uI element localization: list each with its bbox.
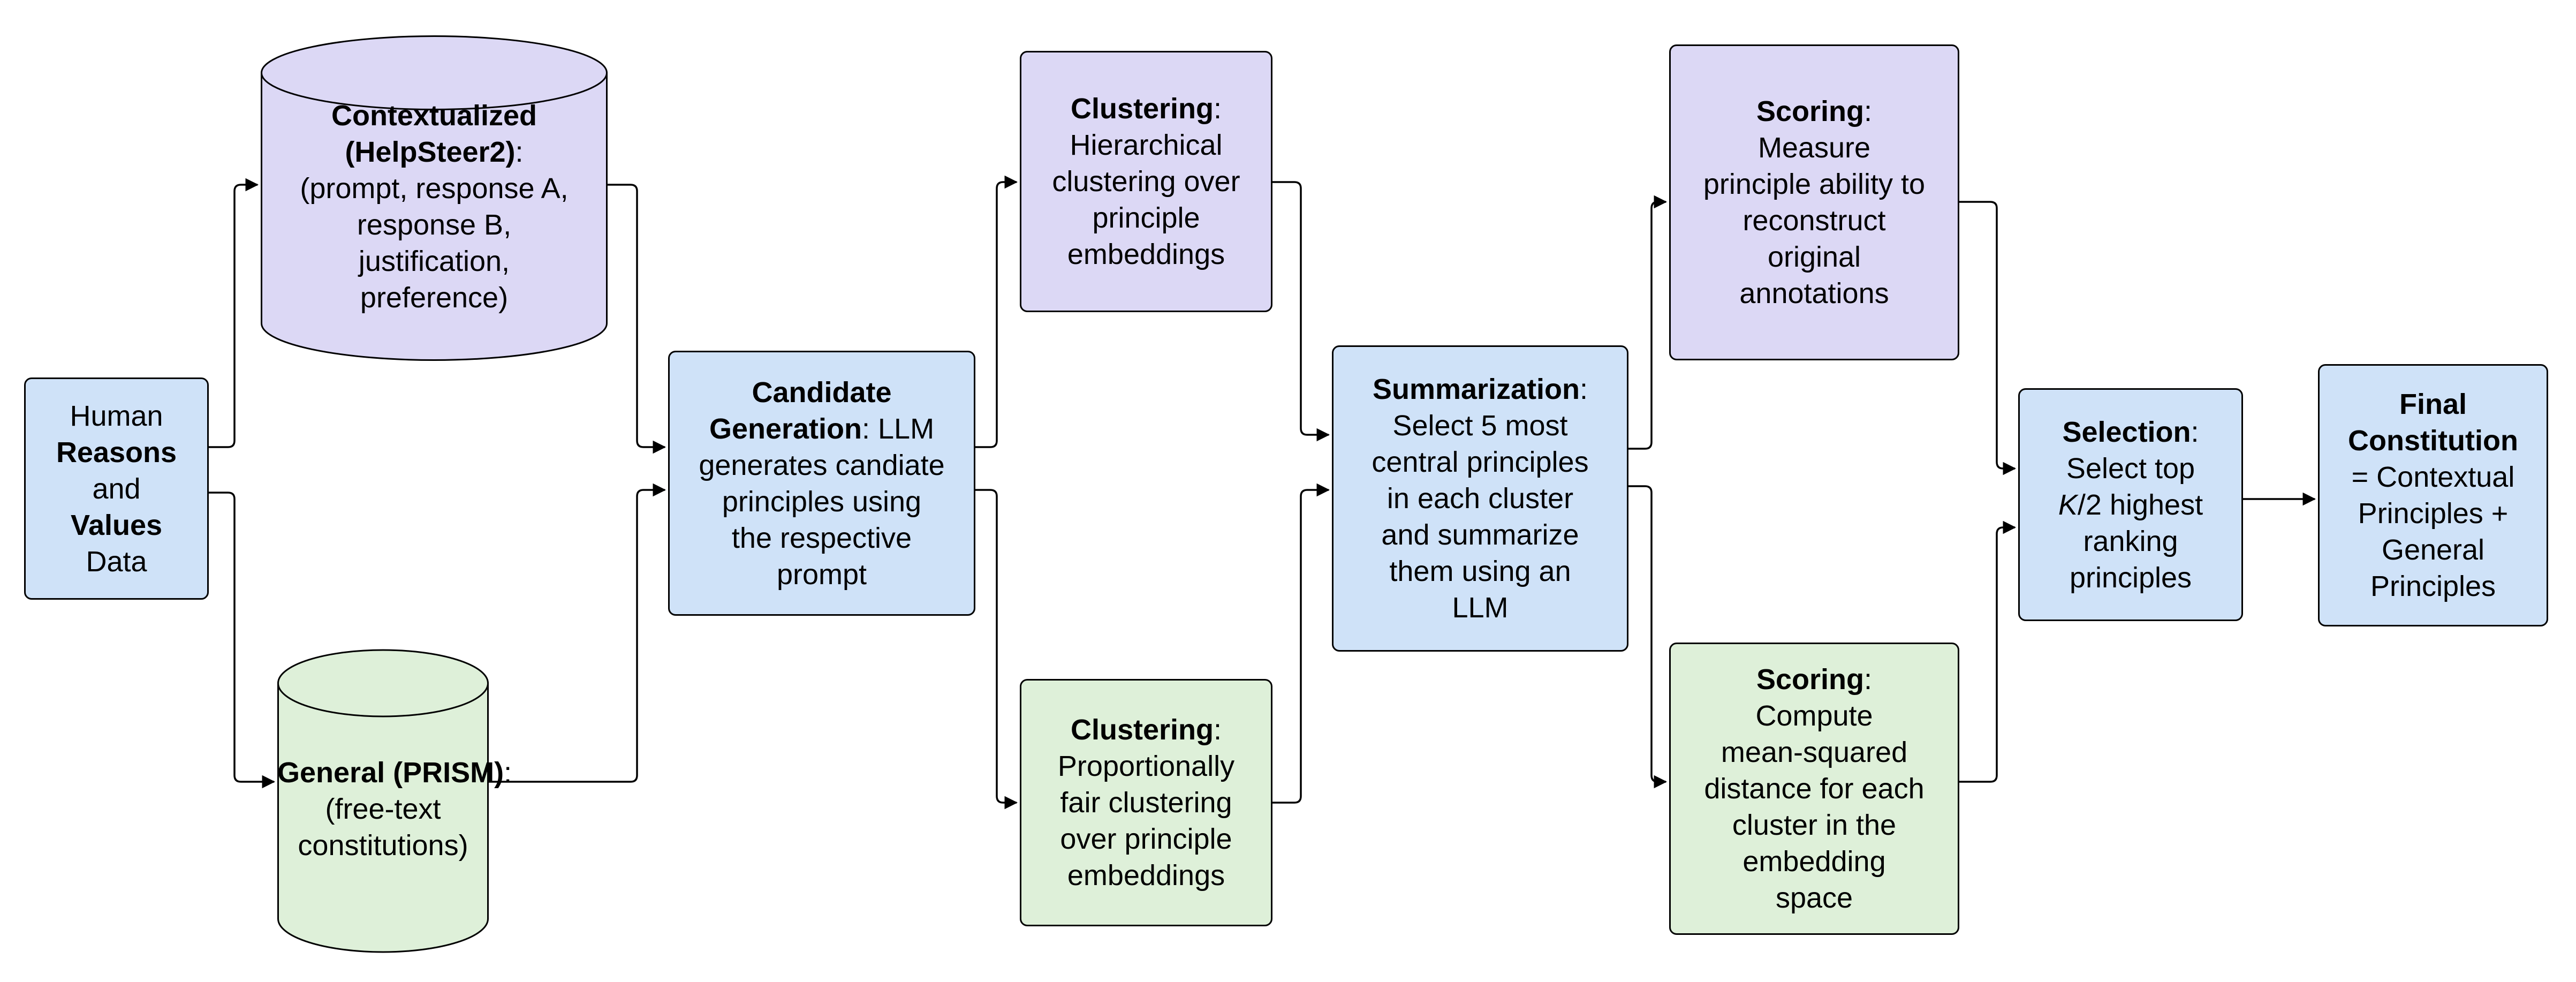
edge-scoring-reconstruction-to-selection	[1959, 201, 2017, 475]
edge-general-to-candidate-generation	[489, 483, 666, 783]
node-contextualized-database: Contextualized(HelpSteer2):(prompt, resp…	[261, 35, 608, 362]
edge-clustering-fair-to-summarization	[1272, 483, 1330, 804]
cylinder-shape	[261, 35, 608, 361]
edge-summarization-to-scoring-msd	[1628, 485, 1668, 789]
edge-clustering-hierarchical-to-summarization	[1272, 181, 1330, 442]
node-text: Contextualized(HelpSteer2):(prompt, resp…	[300, 100, 569, 314]
edge-candidate-generation-to-clustering-fair	[975, 489, 1018, 810]
edge-contextualized-to-candidate-generation	[608, 184, 666, 454]
edge-human-to-general	[209, 492, 276, 789]
edge-human-to-contextualized	[209, 178, 259, 448]
edge-summarization-to-scoring-reconstruction	[1628, 195, 1668, 450]
edge-scoring-msd-to-selection	[1959, 520, 2017, 783]
cylinder-shape	[277, 649, 489, 953]
edge-candidate-generation-to-clustering-hierarchical	[975, 175, 1018, 448]
